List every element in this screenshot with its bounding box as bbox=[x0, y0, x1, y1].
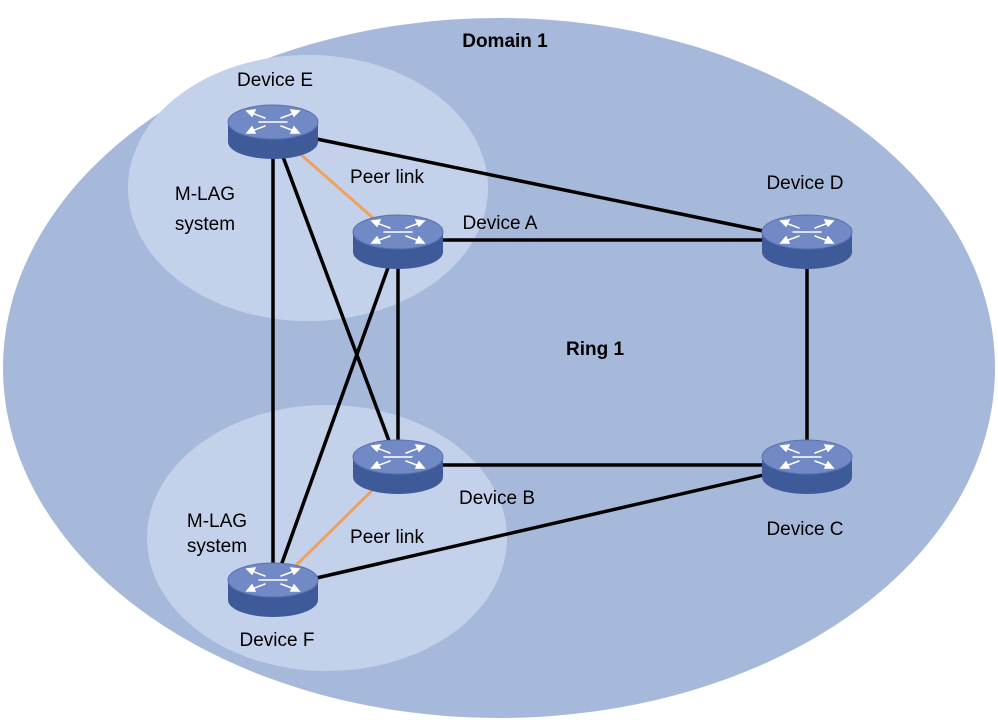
peer-link-label-top: Peer link bbox=[350, 167, 424, 188]
device-label-d: Device D bbox=[766, 173, 843, 194]
mlag-system-label-bottom-line1: M-LAG bbox=[187, 511, 247, 532]
mlag-system-label-bottom-line2: system bbox=[187, 536, 247, 557]
peer-link-label-bottom: Peer link bbox=[350, 527, 424, 548]
device-label-c: Device C bbox=[766, 519, 843, 540]
mlag-system-label-top-line2: system bbox=[175, 214, 235, 235]
device-label-b: Device B bbox=[459, 488, 535, 509]
link-f-c bbox=[272, 463, 808, 590]
links-layer bbox=[271, 128, 809, 590]
device-e-switch-icon bbox=[227, 104, 319, 160]
device-b-switch-icon bbox=[352, 439, 444, 495]
ring-label: Ring 1 bbox=[566, 339, 624, 360]
device-f-switch-icon bbox=[227, 562, 319, 618]
link-e-b bbox=[271, 129, 400, 466]
device-label-f: Device F bbox=[240, 630, 315, 651]
link-a-f bbox=[271, 239, 400, 589]
mlag-system-label-top-line1: M-LAG bbox=[175, 184, 235, 205]
device-a-switch-icon bbox=[352, 214, 444, 270]
device-label-a: Device A bbox=[463, 213, 538, 234]
device-label-e: Device E bbox=[237, 70, 313, 91]
device-d-switch-icon bbox=[761, 214, 853, 270]
device-c-switch-icon bbox=[761, 439, 853, 495]
link-e-d bbox=[272, 128, 808, 242]
domain-label: Domain 1 bbox=[462, 31, 548, 52]
